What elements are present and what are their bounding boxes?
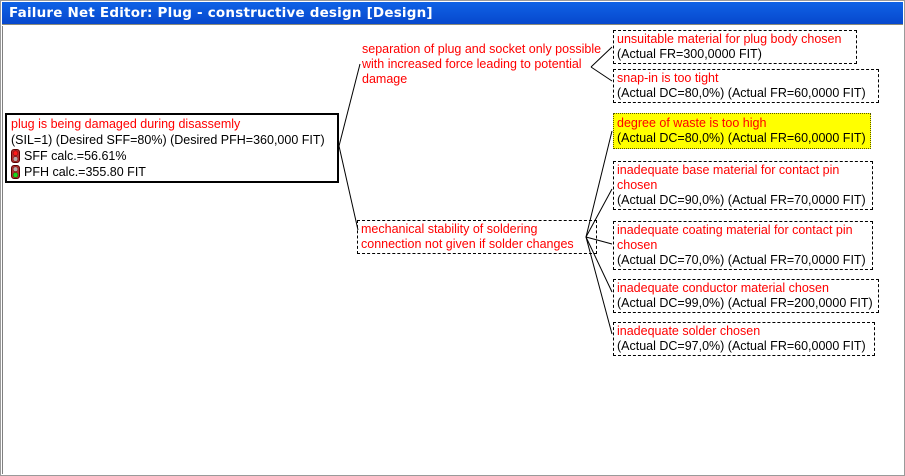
leaf-title: inadequate coating material for contact … <box>617 223 853 252</box>
mid-cause-node-soldering[interactable]: mechanical stability of soldering connec… <box>357 220 597 254</box>
root-failure-node[interactable]: plug is being damaged during disassemly … <box>5 113 339 183</box>
leaf-title: inadequate solder chosen <box>617 324 761 338</box>
leaf-title: snap-in is too tight <box>617 71 719 85</box>
leaf-values: (Actual FR=300,0000 FIT) <box>617 47 762 61</box>
leaf-node-base-material[interactable]: inadequate base material for contact pin… <box>613 161 873 210</box>
leaf-node-unsuitable-material[interactable]: unsuitable material for plug body chosen… <box>613 30 857 64</box>
connector-lines <box>338 46 613 335</box>
sff-calc-label: SFF calc.=56.61% <box>24 149 127 163</box>
leaf-title: inadequate conductor material chosen <box>617 281 829 295</box>
leaf-title: unsuitable material for plug body chosen <box>617 32 842 46</box>
leaf-values: (Actual DC=70,0%) (Actual FR=70,0000 FIT… <box>617 253 866 267</box>
window-title-bar[interactable]: Failure Net Editor: Plug - constructive … <box>2 2 903 25</box>
mid-cause-text: separation of plug and socket only possi… <box>362 42 602 86</box>
traffic-light-red-icon <box>11 149 20 163</box>
leaf-node-degree-of-waste-selected[interactable]: degree of waste is too high (Actual DC=8… <box>613 113 871 149</box>
root-failure-params: (SIL=1) (Desired SFF=80%) (Desired PFH=3… <box>11 133 325 147</box>
pfh-calc-row: PFH calc.=355.80 FIT <box>11 164 333 180</box>
leaf-node-coating-material[interactable]: inadequate coating material for contact … <box>613 221 873 270</box>
pfh-calc-label: PFH calc.=355.80 FIT <box>24 165 146 179</box>
leaf-values: (Actual DC=80,0%) (Actual FR=60,0000 FIT… <box>617 131 866 145</box>
leaf-title: degree of waste is too high <box>617 116 767 130</box>
leaf-values: (Actual DC=97,0%) (Actual FR=60,0000 FIT… <box>617 339 866 353</box>
failure-net-canvas[interactable]: plug is being damaged during disassemly … <box>2 26 903 474</box>
leaf-node-solder[interactable]: inadequate solder chosen (Actual DC=97,0… <box>613 322 875 356</box>
root-failure-title: plug is being damaged during disassemly <box>11 117 241 131</box>
window-title: Failure Net Editor: Plug - constructive … <box>9 5 433 21</box>
leaf-values: (Actual DC=80,0%) (Actual FR=60,0000 FIT… <box>617 86 866 100</box>
traffic-light-green-icon <box>11 165 20 179</box>
sff-calc-row: SFF calc.=56.61% <box>11 148 333 164</box>
leaf-node-snap-in[interactable]: snap-in is too tight (Actual DC=80,0%) (… <box>613 69 879 103</box>
leaf-title: inadequate base material for contact pin… <box>617 163 840 192</box>
mid-cause-text: mechanical stability of soldering connec… <box>361 222 574 251</box>
mid-cause-node-separation[interactable]: separation of plug and socket only possi… <box>362 42 614 87</box>
leaf-values: (Actual DC=99,0%) (Actual FR=200,0000 FI… <box>617 296 873 310</box>
leaf-values: (Actual DC=90,0%) (Actual FR=70,0000 FIT… <box>617 193 866 207</box>
leaf-node-conductor-material[interactable]: inadequate conductor material chosen (Ac… <box>613 279 879 313</box>
